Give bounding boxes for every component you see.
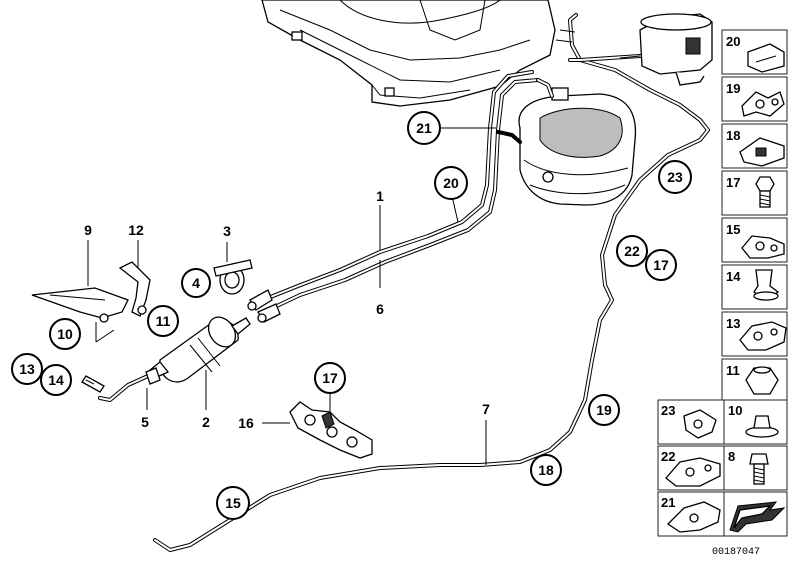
legend-item-8: 8 xyxy=(723,445,788,491)
svg-text:18: 18 xyxy=(538,462,554,478)
fuel-tank xyxy=(518,87,637,206)
legend-item-20: 20 xyxy=(721,29,788,75)
label-3: 3 xyxy=(223,223,231,239)
svg-text:23: 23 xyxy=(667,169,683,185)
svg-text:15: 15 xyxy=(225,495,241,511)
svg-text:15: 15 xyxy=(726,222,740,237)
pipe-clip-16 xyxy=(289,401,373,459)
callout-21: 21 xyxy=(407,111,441,145)
svg-text:8: 8 xyxy=(728,449,735,464)
label-6: 6 xyxy=(376,301,384,317)
legend-item-11: 11 xyxy=(721,358,788,404)
legend-item-wedge-arrow xyxy=(723,491,788,537)
svg-text:10: 10 xyxy=(57,326,73,342)
svg-text:21: 21 xyxy=(416,120,432,136)
callout-numbers: 1 6 7 2 5 3 9 12 16 xyxy=(84,188,490,431)
svg-text:11: 11 xyxy=(156,313,171,329)
svg-text:22: 22 xyxy=(661,449,675,464)
callout-17b: 17 xyxy=(645,249,677,281)
legend-item-17: 17 xyxy=(721,170,788,216)
svg-text:17: 17 xyxy=(322,370,338,386)
svg-text:19: 19 xyxy=(596,402,612,418)
callout-4: 4 xyxy=(181,268,211,298)
label-12: 12 xyxy=(128,222,144,238)
legend-item-19: 19 xyxy=(721,76,788,122)
svg-text:13: 13 xyxy=(726,316,740,331)
callout-18: 18 xyxy=(530,454,562,486)
svg-text:20: 20 xyxy=(726,34,740,49)
label-1: 1 xyxy=(376,188,384,204)
svg-text:17: 17 xyxy=(726,175,740,190)
leader-lines xyxy=(87,127,496,465)
svg-text:13: 13 xyxy=(19,361,35,377)
callout-14: 14 xyxy=(40,364,72,396)
legend-item-13: 13 xyxy=(721,311,788,357)
svg-text:22: 22 xyxy=(624,243,640,259)
callout-23: 23 xyxy=(658,160,692,194)
callout-17a: 17 xyxy=(314,362,346,394)
fuel-filter xyxy=(81,316,251,402)
line-connectors xyxy=(247,289,281,323)
carbon-canister xyxy=(619,13,713,86)
callout-11: 11 xyxy=(147,305,179,337)
callout-19: 19 xyxy=(588,394,620,426)
fuel-lines xyxy=(153,13,710,552)
label-2: 2 xyxy=(202,414,210,430)
svg-text:23: 23 xyxy=(661,403,675,418)
drawing-code: 00187047 xyxy=(712,547,760,558)
legend-item-21: 21 xyxy=(657,491,725,537)
svg-text:19: 19 xyxy=(726,81,740,96)
svg-text:10: 10 xyxy=(728,403,742,418)
label-5: 5 xyxy=(141,414,149,430)
legend-item-23: 23 xyxy=(657,399,725,445)
hose-clamp xyxy=(213,259,253,295)
svg-text:20: 20 xyxy=(443,175,459,191)
svg-text:17: 17 xyxy=(653,257,669,273)
legend-item-15: 15 xyxy=(721,217,788,263)
callout-13: 13 xyxy=(11,353,43,385)
callout-10: 10 xyxy=(49,318,81,350)
svg-text:18: 18 xyxy=(726,128,740,143)
svg-text:14: 14 xyxy=(726,269,741,284)
callout-22: 22 xyxy=(616,235,648,267)
svg-text:4: 4 xyxy=(192,275,200,291)
legend-item-14: 14 xyxy=(721,264,788,310)
legend-item-18: 18 xyxy=(721,123,788,169)
svg-text:21: 21 xyxy=(661,495,675,510)
label-7: 7 xyxy=(482,401,490,417)
label-16: 16 xyxy=(238,415,254,431)
parts-legend: 20 19 18 17 15 xyxy=(657,29,788,537)
svg-text:14: 14 xyxy=(48,372,64,388)
callout-15: 15 xyxy=(216,486,250,520)
vehicle-body-structure xyxy=(261,0,556,107)
legend-item-10: 10 xyxy=(723,399,788,445)
heat-shield-bracket xyxy=(31,261,151,343)
svg-text:11: 11 xyxy=(726,363,740,378)
legend-item-22: 22 xyxy=(657,445,725,491)
circled-callouts: 4 10 11 13 14 15 17 18 19 20 21 22 17 23 xyxy=(11,111,692,520)
label-9: 9 xyxy=(84,222,92,238)
callout-20: 20 xyxy=(434,166,468,200)
